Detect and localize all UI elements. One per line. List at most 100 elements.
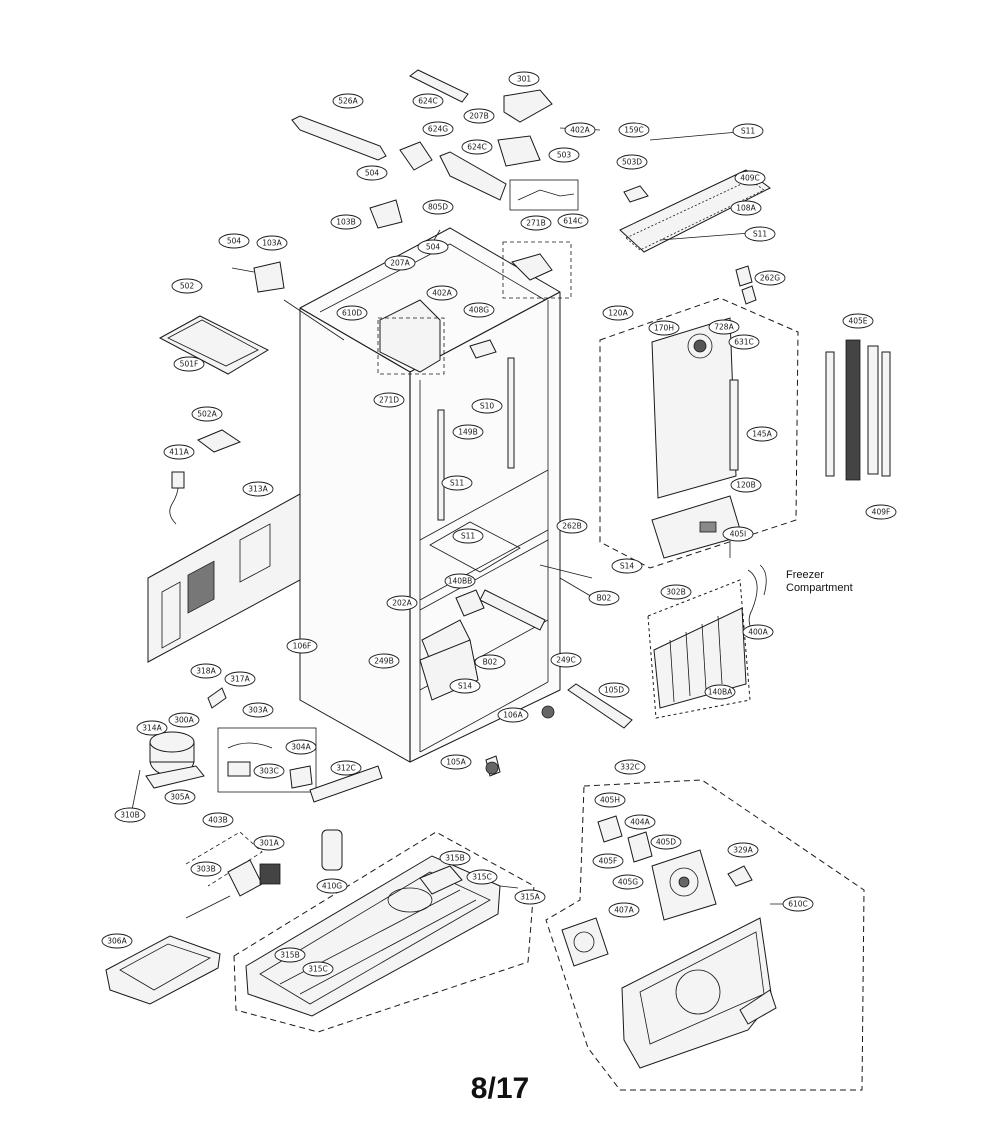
callout-text: 610C	[788, 900, 808, 909]
part-callout-624g: 624G	[422, 121, 454, 137]
part-callout-409f: 409F	[865, 504, 897, 520]
callout-oval	[440, 754, 472, 770]
callout-text: 105A	[446, 758, 466, 767]
callout-text: 410G	[322, 882, 342, 891]
callout-text: 140BA	[708, 688, 733, 697]
callout-oval	[608, 902, 640, 918]
callout-text: 504	[227, 237, 242, 246]
callout-text: 315C	[472, 873, 492, 882]
callout-oval	[256, 235, 288, 251]
callout-text: 103A	[262, 239, 282, 248]
callout-text: 310B	[120, 811, 139, 820]
evaporator-cover-group	[599, 297, 799, 569]
callout-oval	[842, 313, 874, 329]
callout-oval	[417, 239, 449, 255]
top-right-parts-group	[619, 129, 771, 305]
callout-oval	[386, 595, 418, 611]
callout-oval	[614, 759, 646, 775]
part-callout-108a: 108A	[730, 200, 762, 216]
part-callout-300a: 300A	[168, 712, 200, 728]
callout-oval	[734, 170, 766, 186]
part-callout-405h: 405H	[594, 792, 626, 808]
callout-oval	[136, 720, 168, 736]
callout-oval	[592, 853, 624, 869]
part-callout-315c-tray: 315C	[302, 961, 334, 977]
callout-text: 271B	[526, 219, 545, 228]
callout-oval	[218, 233, 250, 249]
door-gasket-strips	[825, 339, 891, 481]
callout-text: 207B	[469, 112, 488, 121]
callout-text: S14	[620, 562, 635, 571]
callout-text: S11	[461, 532, 476, 541]
callout-oval	[422, 121, 454, 137]
callout-oval	[648, 320, 680, 336]
callout-text: 305A	[170, 793, 190, 802]
callout-text: 405D	[656, 838, 676, 847]
callout-text: S11	[741, 127, 756, 136]
part-callout-303b: 303B	[190, 861, 222, 877]
callout-oval	[557, 213, 589, 229]
callout-text: 301A	[259, 839, 279, 848]
part-callout-317a: 317A	[224, 671, 256, 687]
callout-text: 306A	[107, 937, 127, 946]
callout-text: 404A	[630, 818, 650, 827]
callout-oval	[588, 590, 620, 606]
callout-oval	[190, 861, 222, 877]
callout-oval	[746, 426, 778, 442]
callout-oval	[412, 93, 444, 109]
part-callout-249b: 249B	[368, 653, 400, 669]
callout-oval	[164, 789, 196, 805]
callout-oval	[708, 319, 740, 335]
callout-oval	[253, 835, 285, 851]
callout-oval	[171, 278, 203, 294]
callout-text: S11	[753, 230, 768, 239]
callout-oval	[452, 528, 484, 544]
callout-text: 140BB	[448, 577, 473, 586]
part-callout-315b: 315B	[439, 850, 471, 866]
callout-oval	[274, 947, 306, 963]
part-callout-405e: 405E	[842, 313, 874, 329]
callout-oval	[616, 154, 648, 170]
callout-oval	[302, 961, 334, 977]
callout-oval	[782, 896, 814, 912]
part-callout-b02-inner: B02	[474, 654, 506, 670]
callout-text: 202A	[392, 599, 412, 608]
part-callout-728a: 728A	[708, 319, 740, 335]
part-callout-s14-inner: S14	[449, 678, 481, 694]
callout-text: 318A	[196, 667, 216, 676]
callout-text: 303A	[248, 706, 268, 715]
callout-text: 271D	[379, 396, 399, 405]
callout-text: 624C	[467, 143, 487, 152]
callout-oval	[452, 424, 484, 440]
callout-oval	[508, 71, 540, 87]
part-callout-s11-top: S11	[732, 123, 764, 139]
part-callout-502: 502	[171, 278, 203, 294]
callout-oval	[865, 504, 897, 520]
callout-oval	[330, 214, 362, 230]
page-number: 8/17	[470, 1072, 530, 1105]
compressor-group	[131, 683, 633, 871]
part-callout-503: 503	[548, 147, 580, 163]
part-callout-312c: 312C	[330, 760, 362, 776]
part-callout-249c: 249C	[550, 652, 582, 668]
callout-text: 159C	[624, 126, 644, 135]
part-callout-170h: 170H	[648, 320, 680, 336]
part-callout-s11-right: S11	[744, 226, 776, 242]
callout-text: 610D	[342, 309, 362, 318]
callout-oval	[650, 834, 682, 850]
callout-oval	[594, 792, 626, 808]
callout-oval	[285, 739, 317, 755]
callout-text: S11	[450, 479, 465, 488]
callout-text: 108A	[736, 204, 756, 213]
callout-oval	[618, 122, 650, 138]
freezer-fan-group	[545, 779, 865, 1091]
callout-oval	[242, 481, 274, 497]
part-callout-s11-floor: S11	[452, 528, 484, 544]
part-callout-301a: 301A	[253, 835, 285, 851]
part-callout-405g: 405G	[612, 874, 644, 890]
part-callout-302b: 302B	[660, 584, 692, 600]
part-callout-409c: 409C	[734, 170, 766, 186]
callout-oval	[466, 869, 498, 885]
part-callout-624c-mid: 624C	[461, 139, 493, 155]
